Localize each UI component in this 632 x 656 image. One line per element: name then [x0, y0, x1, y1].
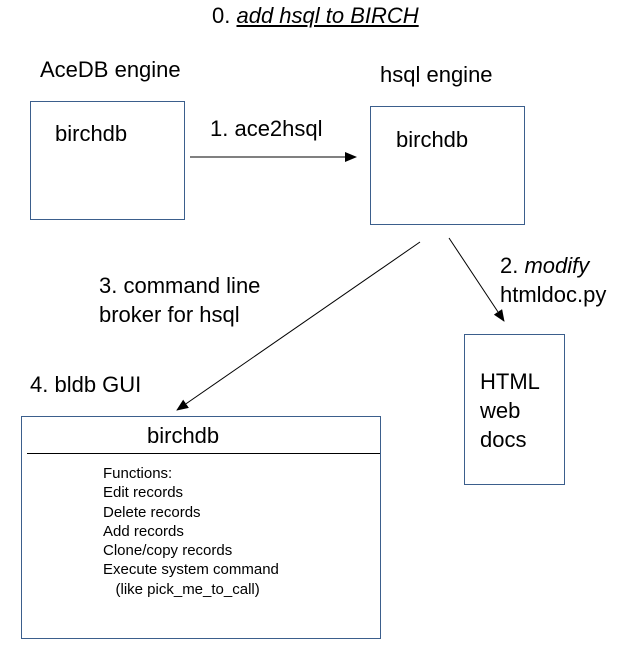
step2-word: modify [524, 253, 590, 278]
function-item: Clone/copy records [103, 542, 233, 560]
step1-label: 1. ace2hsql [210, 116, 323, 141]
step4-label: 4. bldb GUI [30, 372, 142, 397]
function-item: (like pick_me_to_call) [103, 580, 260, 598]
gui-birchdb-box: birchdb Functions: Edit records Delete r… [21, 416, 381, 639]
step0-number: 0. [212, 3, 231, 28]
html-docs-line1: HTML [480, 369, 540, 394]
step3-line1: 3. command line [99, 273, 261, 298]
hsql-birchdb-box: birchdb [370, 106, 525, 225]
step2-line2: htmldoc.py [500, 282, 607, 307]
function-item: Add records [103, 522, 184, 540]
step2-number: 2. [500, 253, 519, 278]
function-item: Delete records [103, 503, 201, 521]
step2-line1: 2. modify [500, 255, 589, 277]
acedb-engine-title: AceDB engine [40, 57, 181, 82]
gui-divider [27, 453, 380, 454]
arrow-to-gui [176, 241, 421, 411]
function-item: Edit records [103, 484, 184, 502]
step3-line2: broker for hsql [99, 302, 240, 327]
step0-text: add hsql to BIRCH [236, 3, 419, 28]
hsql-engine-title: hsql engine [380, 62, 493, 87]
function-item: Execute system command [103, 561, 279, 579]
acedb-birchdb-box: birchdb [30, 101, 185, 220]
function-item: Functions: [103, 465, 173, 482]
html-docs-line2: web [480, 398, 521, 423]
step0-title: 0. add hsql to BIRCH [212, 5, 419, 27]
hsql-birchdb-label: birchdb [396, 127, 469, 152]
gui-birchdb-title: birchdb [147, 423, 220, 448]
html-docs-line3: docs [480, 427, 527, 452]
html-docs-box: HTML web docs [464, 334, 565, 485]
arrow-to-html-docs [448, 237, 505, 322]
acedb-birchdb-label: birchdb [55, 121, 128, 146]
gui-functions-list: Functions: Edit records Delete records A… [103, 464, 279, 599]
